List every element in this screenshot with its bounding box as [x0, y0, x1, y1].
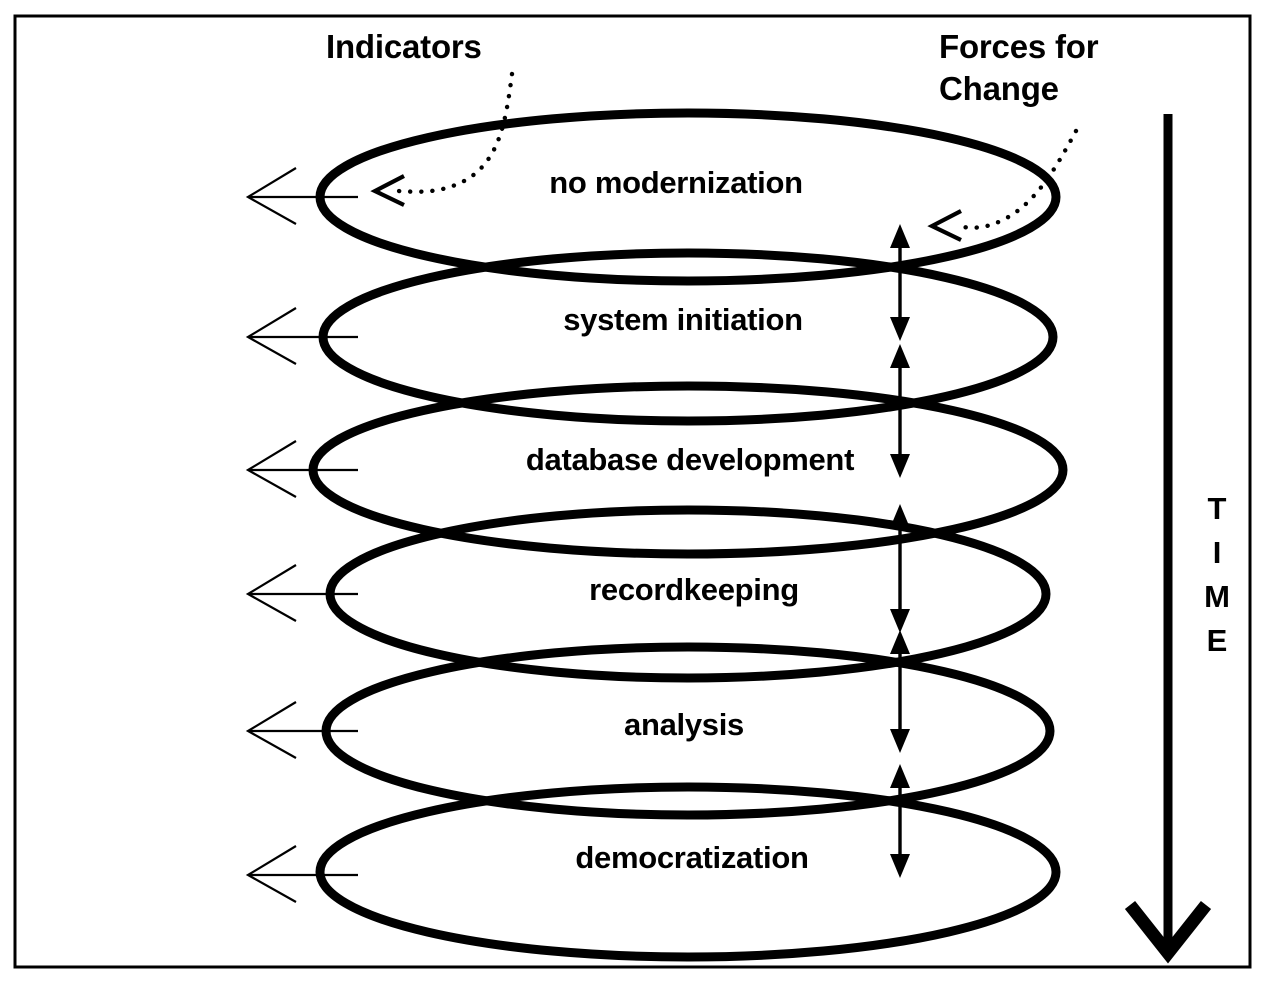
- force-arrow-2: [890, 344, 910, 478]
- time-axis-arrow: [1124, 114, 1212, 964]
- time-letter-i: I: [1213, 535, 1222, 570]
- stage-ellipse-6: [315, 782, 1061, 962]
- indicators-header-label: Indicators: [326, 28, 482, 65]
- forces-header-line2: Change: [939, 70, 1059, 107]
- stage-label-5: analysis: [624, 707, 744, 742]
- indicator-arrow-group: [245, 167, 358, 903]
- figure-border: [13, 14, 1252, 969]
- indicator-arrow-5: [245, 701, 358, 759]
- stage-label-group: no modernization system initiation datab…: [526, 165, 855, 875]
- force-arrow-5: [890, 764, 910, 878]
- forces-header-line1: Forces for: [939, 28, 1099, 65]
- stage-label-6: democratization: [575, 840, 808, 875]
- stage-label-2: system initiation: [563, 302, 803, 337]
- time-letter-m: M: [1204, 579, 1230, 614]
- dotted-pointer-right: [927, 128, 1079, 242]
- time-axis-label: T I M E: [1204, 491, 1230, 658]
- stage-label-3: database development: [526, 442, 854, 477]
- stage-label-1: no modernization: [549, 165, 803, 200]
- indicator-arrow-1: [245, 167, 358, 225]
- force-arrow-3: [890, 504, 910, 633]
- indicator-arrow-4: [245, 564, 358, 622]
- time-letter-t: T: [1208, 491, 1227, 526]
- force-arrow-4: [890, 630, 910, 753]
- indicator-arrow-3: [245, 440, 358, 498]
- header-label-group: Indicators Forces for Change: [326, 28, 1099, 107]
- stage-label-4: recordkeeping: [589, 572, 799, 607]
- force-arrow-1: [890, 224, 910, 341]
- stage-ellipse-group: [308, 108, 1068, 962]
- indicator-arrow-6: [245, 845, 358, 903]
- indicator-arrow-2: [245, 307, 358, 365]
- dotted-pointer-left: [370, 71, 515, 207]
- time-letter-e: E: [1207, 623, 1228, 658]
- force-arrow-group: [890, 224, 910, 878]
